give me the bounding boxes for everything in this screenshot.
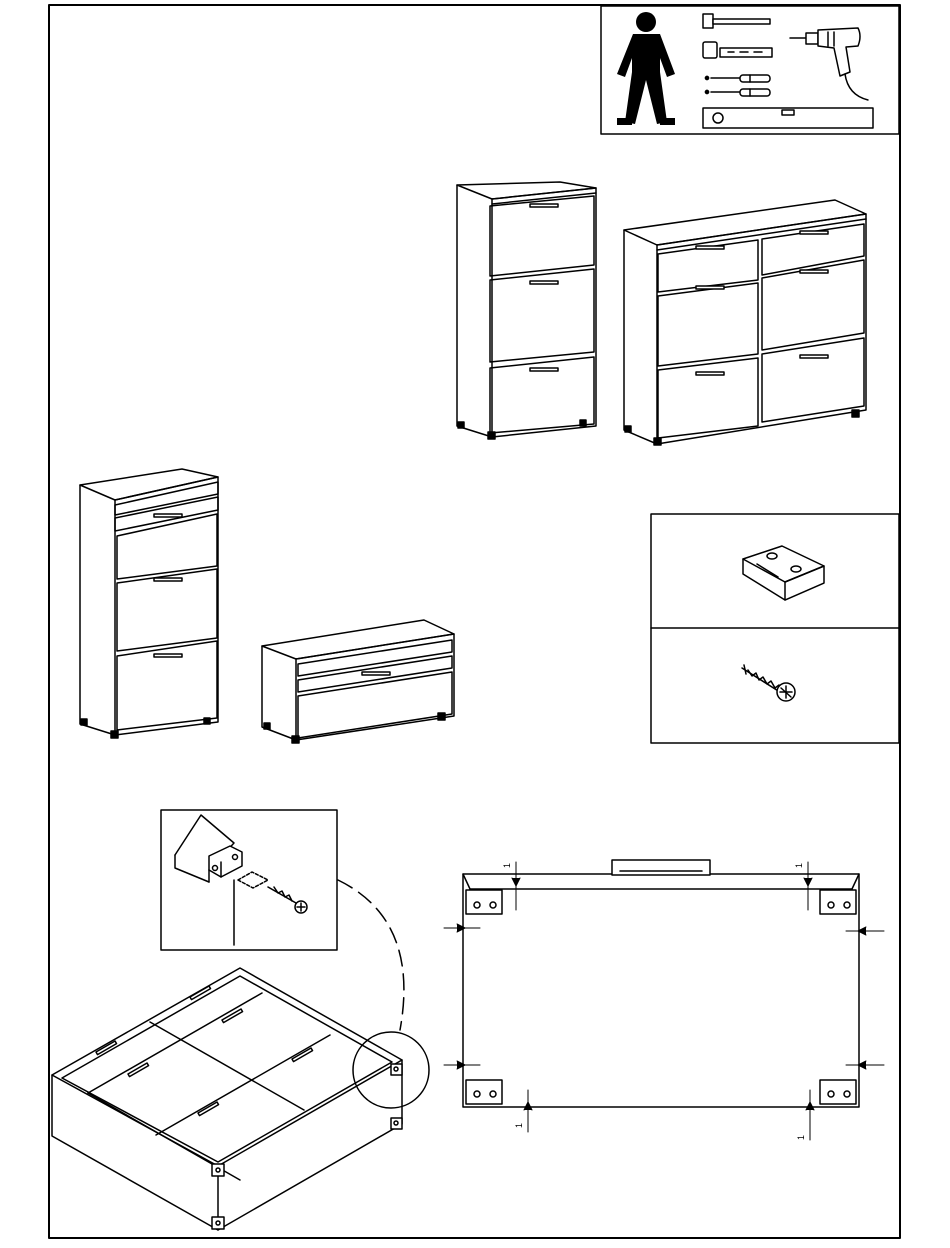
screwdriver-icon [705, 75, 770, 82]
person-icon [617, 12, 675, 125]
dimension-label-bottom-left: 1 [514, 1123, 524, 1128]
mallet-icon [703, 42, 772, 58]
dimension-lines [444, 862, 884, 1140]
corner-block [820, 890, 856, 914]
carcass-isometric [52, 968, 429, 1230]
connector-block-icon [743, 546, 824, 600]
screw-icon [742, 665, 795, 701]
callout-dashed-leader [338, 880, 404, 1030]
top-view-plan: 1 1 1 1 [444, 860, 884, 1140]
dimension-label-top-right: 1 [794, 863, 804, 868]
corner-block [466, 890, 502, 914]
hammer-icon [703, 14, 770, 28]
dimension-label-bottom-right: 1 [796, 1135, 806, 1140]
detail-inset [161, 810, 337, 950]
tools-panel [601, 6, 899, 134]
page-border [49, 5, 900, 1238]
cabinet-tall-3-flap [457, 182, 596, 439]
screwdriver-icon-2 [705, 89, 770, 96]
parts-panel [651, 514, 899, 743]
spirit-level-icon [703, 108, 873, 128]
cabinet-wide-6-flap [624, 200, 866, 445]
cabinet-low-bench [262, 620, 454, 743]
corner-block [820, 1080, 856, 1104]
cabinet-tall-drawer [80, 469, 218, 738]
drill-icon [790, 28, 868, 100]
corner-block [466, 1080, 502, 1104]
dimension-label-top-left: 1 [502, 863, 512, 868]
